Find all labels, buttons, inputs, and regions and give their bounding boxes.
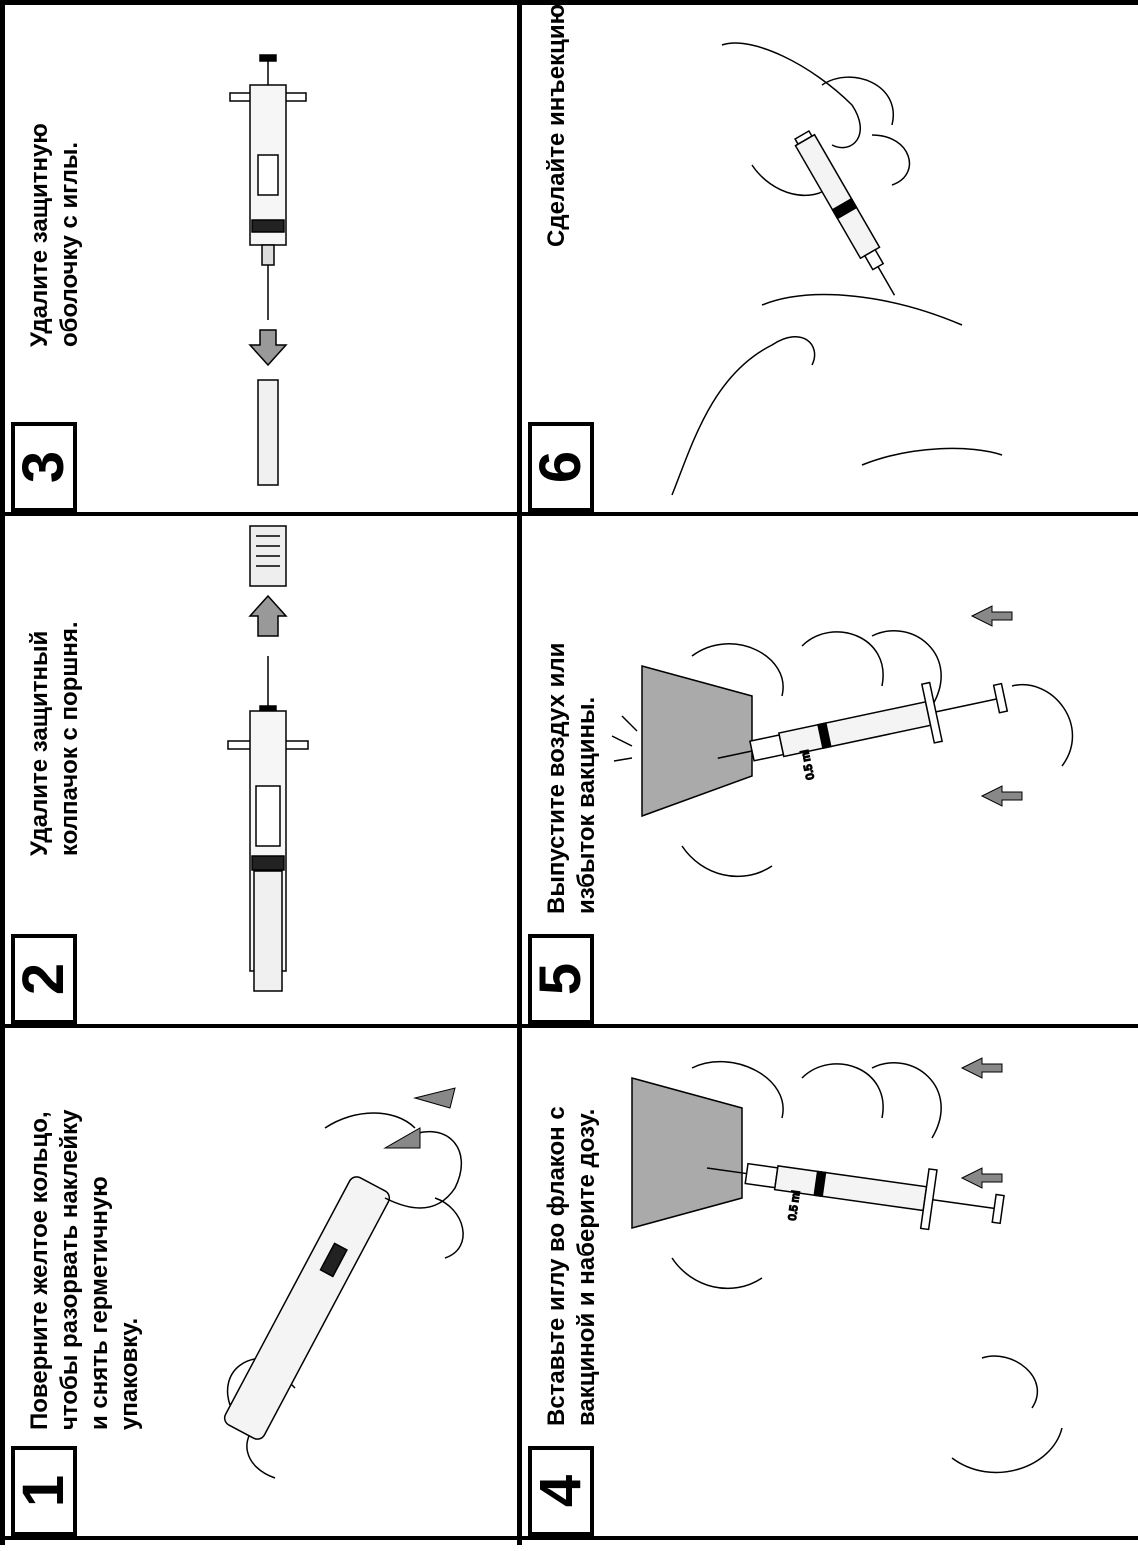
step-3-number: 3 [15,451,73,483]
step-2-number-box: 2 [11,934,77,1024]
draw-dose-illustration: 0.5 ml [632,1058,1112,1498]
injection-illustration [652,25,1122,495]
bottom-divider [0,1536,1138,1540]
step-5-caption: Выпустите воздух или избыток вакцины. [542,643,602,914]
step-6-number-box: 6 [528,422,594,512]
step-3-panel: 3 Удалите защитную оболочку с иглы. [5,5,517,512]
step-4-number-box: 4 [528,1446,594,1536]
step-5-dose-label: 0.5 ml [799,749,817,781]
step-1-panel: 1 Поверните желтое кольцо, чтобы разорва… [5,1028,517,1536]
expel-air-illustration: 0.5 ml [632,546,1112,986]
step-5-number-box: 5 [528,934,594,1024]
step-6-caption: Сделайте инъекцию. [542,5,572,247]
step-2-caption: Удалите защитный колпачок с поршня. [25,621,85,856]
step-4-number: 4 [532,1475,590,1507]
step-3-number-box: 3 [11,422,77,512]
step-5-number: 5 [532,963,590,995]
syringe-remove-needle-shield-illustration [220,55,330,495]
step-6-panel: 6 Сделайте инъекцию. [522,5,1138,512]
syringe-remove-cap-illustration [220,526,330,996]
step-2-panel: 2 Удалите защитный колпачок с поршня. [5,516,517,1024]
step-4-caption: Вставьте иглу во флакон с вакциной и наб… [542,1106,602,1426]
step-2-number: 2 [15,963,73,995]
step-4-panel: 4 Вставьте иглу во флакон с вакциной и н… [522,1028,1138,1536]
step-6-number: 6 [532,451,590,483]
step-1-number-box: 1 [11,1446,77,1536]
step-4-dose-label: 0.5 ml [787,1190,803,1221]
step-5-panel: 5 Выпустите воздух или избыток вакцины. [522,516,1138,1024]
step-3-caption: Удалите защитную оболочку с иглы. [25,123,85,347]
syringe-twist-illustration [205,1088,505,1508]
step-1-caption: Поверните желтое кольцо, чтобы разорвать… [25,1110,145,1430]
step-1-number: 1 [15,1475,73,1507]
